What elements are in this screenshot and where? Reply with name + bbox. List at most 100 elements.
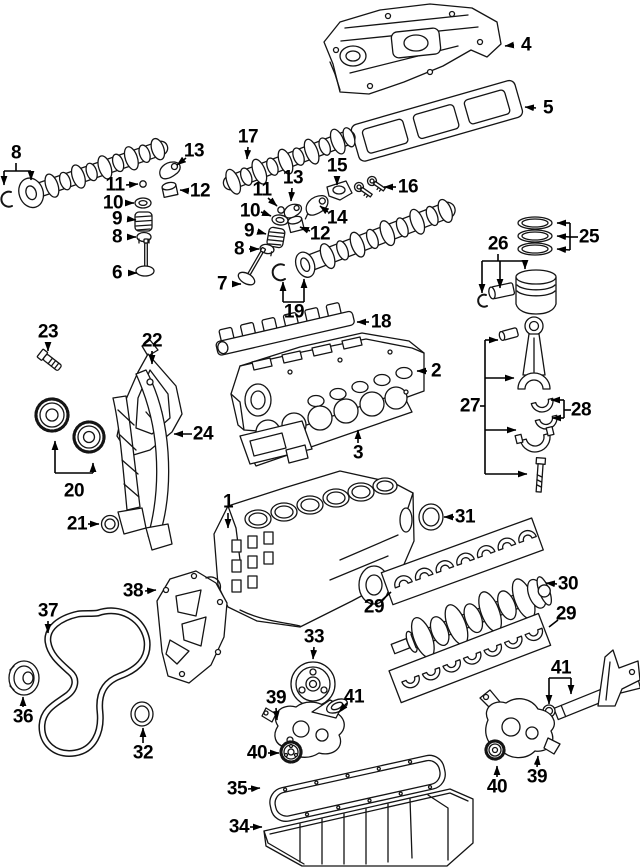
rod-bolt xyxy=(535,457,547,493)
camshaft-3 xyxy=(294,198,456,278)
callout-1[interactable]: 1 xyxy=(222,491,234,513)
callout-7[interactable]: 7 xyxy=(216,273,228,295)
callout-12-2[interactable]: 12 xyxy=(309,223,331,245)
camshaft-1 xyxy=(18,137,169,209)
crank-seal-32 xyxy=(130,701,154,727)
oil-pan-gasket xyxy=(269,754,446,822)
rocker-arm-2 xyxy=(283,203,303,219)
crankshaft xyxy=(390,576,553,659)
rocker-arm-1 xyxy=(159,161,181,180)
tensioner-rail xyxy=(112,395,147,535)
camshaft-2 xyxy=(222,127,356,195)
spring-retainer-2 xyxy=(271,214,289,226)
callout-3[interactable]: 3 xyxy=(352,442,364,464)
callout-21[interactable]: 21 xyxy=(66,513,88,535)
piston xyxy=(515,269,557,315)
valve-cover xyxy=(323,3,502,95)
callout-39-1[interactable]: 39 xyxy=(265,687,287,709)
engine-block xyxy=(213,470,415,628)
callout-26[interactable]: 26 xyxy=(487,233,509,255)
bracket-pad-15 xyxy=(326,180,353,201)
callout-13-1[interactable]: 13 xyxy=(183,140,205,162)
main-bearings-upper xyxy=(380,517,544,606)
pulley-hub-33 xyxy=(290,661,336,707)
callout-27[interactable]: 27 xyxy=(459,395,481,417)
callout-33[interactable]: 33 xyxy=(303,626,325,648)
callout-29-2[interactable]: 29 xyxy=(555,603,577,625)
callout-2[interactable]: 2 xyxy=(430,360,442,382)
callout-6[interactable]: 6 xyxy=(111,262,123,284)
callout-40-2[interactable]: 40 xyxy=(486,776,508,798)
callout-37[interactable]: 37 xyxy=(37,600,59,622)
callout-11-2[interactable]: 11 xyxy=(252,179,272,201)
callout-18[interactable]: 18 xyxy=(370,311,392,333)
valve-spring-2 xyxy=(266,226,286,249)
callout-39-2[interactable]: 39 xyxy=(526,766,548,788)
callout-15[interactable]: 15 xyxy=(326,155,348,177)
callout-8-3[interactable]: 8 xyxy=(233,238,245,260)
valve-2 xyxy=(237,246,267,286)
valve-1 xyxy=(135,238,155,277)
callout-10-2[interactable]: 10 xyxy=(239,200,261,222)
rod-cap xyxy=(514,425,555,453)
valve-keeper-1 xyxy=(139,180,147,188)
callout-41-1[interactable]: 41 xyxy=(343,686,365,708)
seal-ring-21 xyxy=(100,514,120,534)
pump-sprocket-2 xyxy=(484,739,506,761)
callout-25[interactable]: 25 xyxy=(578,226,600,248)
key-bolt-16b xyxy=(366,175,386,192)
callout-30[interactable]: 30 xyxy=(557,573,579,595)
callout-9-1[interactable]: 9 xyxy=(111,208,123,230)
spring-retainer-1 xyxy=(134,197,152,209)
callout-28[interactable]: 28 xyxy=(570,399,592,421)
callout-4[interactable]: 4 xyxy=(520,34,532,56)
callout-17[interactable]: 17 xyxy=(237,126,259,148)
bolt-23 xyxy=(36,348,62,371)
valve-keeper-2 xyxy=(277,206,285,214)
callout-9-2[interactable]: 9 xyxy=(243,220,255,242)
chain-guide-rail xyxy=(135,369,173,551)
connecting-rod xyxy=(498,316,551,390)
callout-32[interactable]: 32 xyxy=(132,742,154,764)
callout-31[interactable]: 31 xyxy=(454,506,476,528)
camshaft-sprockets xyxy=(34,397,106,454)
callout-40-1[interactable]: 40 xyxy=(246,742,268,764)
callout-16[interactable]: 16 xyxy=(397,176,419,198)
cam-follower-1 xyxy=(161,181,179,198)
callout-35[interactable]: 35 xyxy=(226,778,248,800)
valve-cover-gasket xyxy=(350,79,524,162)
callout-38[interactable]: 38 xyxy=(122,580,144,602)
seal-31 xyxy=(418,503,444,531)
callout-29-1[interactable]: 29 xyxy=(363,596,385,618)
key-bolt-16a xyxy=(353,181,373,198)
piston-rings xyxy=(517,216,553,256)
callout-36[interactable]: 36 xyxy=(12,706,34,728)
callout-34[interactable]: 34 xyxy=(228,816,250,838)
oil-pump-2 xyxy=(479,689,561,759)
camshaft-carrier xyxy=(215,302,355,356)
timing-cover xyxy=(156,570,228,684)
pin-clip xyxy=(477,293,488,308)
callout-10-1[interactable]: 10 xyxy=(102,192,124,214)
callout-13-2[interactable]: 13 xyxy=(282,167,304,189)
callout-41-2[interactable]: 41 xyxy=(550,657,572,679)
callout-11-1[interactable]: 11 xyxy=(105,174,125,196)
camshaft-seal-19 xyxy=(271,263,286,282)
valve-spring-1 xyxy=(134,211,153,232)
callout-22[interactable]: 22 xyxy=(141,330,163,352)
callout-20[interactable]: 20 xyxy=(63,480,85,502)
callout-5[interactable]: 5 xyxy=(542,97,554,119)
callout-8-1[interactable]: 8 xyxy=(10,142,22,164)
callout-14[interactable]: 14 xyxy=(326,207,348,229)
head-gasket xyxy=(239,386,413,467)
callout-19[interactable]: 19 xyxy=(283,301,305,323)
main-bearings-lower xyxy=(388,612,552,704)
callout-12-1[interactable]: 12 xyxy=(189,180,211,202)
camshaft-seal-ring xyxy=(0,190,13,208)
vibration-damper xyxy=(8,660,40,696)
callout-23[interactable]: 23 xyxy=(37,321,59,343)
callout-24[interactable]: 24 xyxy=(192,423,214,445)
callout-8-2[interactable]: 8 xyxy=(111,226,123,248)
